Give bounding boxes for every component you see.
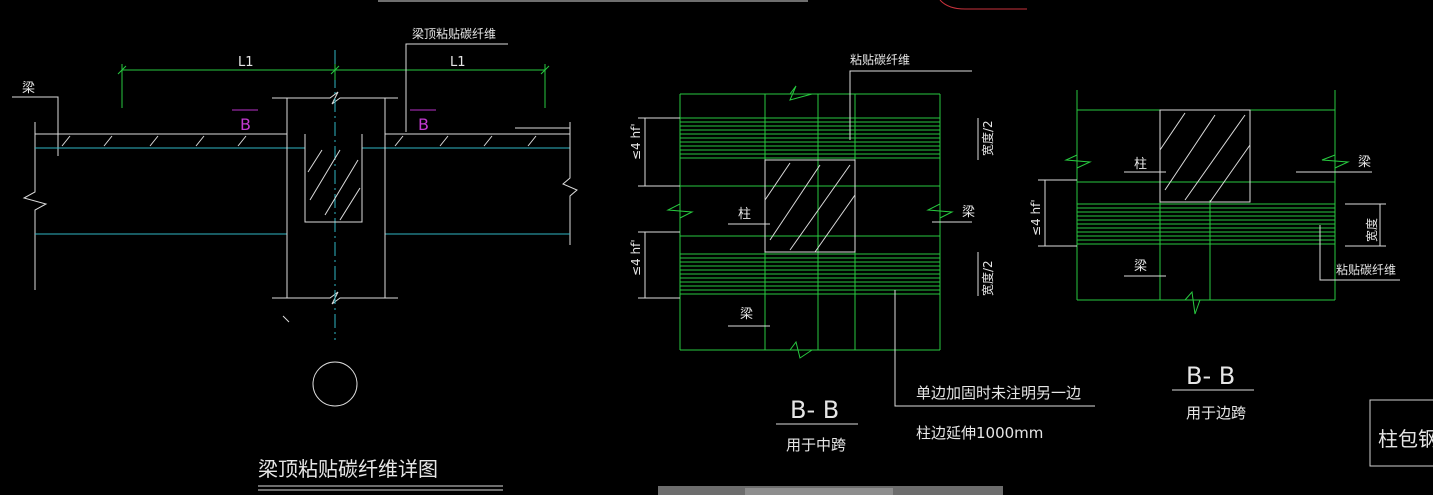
beam-label-bottom: 梁 [740,307,753,322]
cfrp-leader [849,70,972,140]
beam-label-bottom: 梁 [1134,259,1147,274]
note-leader [894,290,1095,407]
right-break-line [562,122,578,245]
cfrp-band-edge [1077,203,1335,245]
top-break [789,85,813,101]
slab-hatch [61,135,537,147]
axis-bubble [312,361,358,407]
left-break [666,190,694,219]
section-bb-middle-span: 粘贴碳纤维 ≤4 hf' ≤4 hf' 宽度/2 宽度/2 柱 梁 梁 单边加固… [629,52,1095,454]
cfrp-label: 粘贴碳纤维 [850,52,910,67]
beam-core-outline [304,134,363,223]
top-arc-line [939,0,1027,10]
cfrp-band-bottom [680,253,940,295]
section-title-edge: B- B [1186,362,1235,390]
section-title: B- B [790,396,839,424]
column-section [764,159,856,253]
section-subtitle: 用于中跨 [786,436,846,454]
column-tick [282,315,290,323]
partial-detail-box: 柱包钢板 [1369,399,1433,467]
dim-top-label: ≤4 hf' [629,123,643,160]
beam-top-cfrp-detail: 梁 [12,26,578,491]
detail-title: 梁顶粘贴碳纤维详图 [258,457,438,481]
column-section-edge [1159,109,1251,203]
column-hatch [764,162,856,253]
dim-left-label: ≤4 hf' [1029,199,1043,236]
bottom-break [1184,290,1201,315]
note-line-2: 柱边延伸1000mm [916,424,1043,442]
width-top-label: 宽度/2 [980,120,995,156]
section-mark-right: B [418,115,429,134]
right-break [1321,150,1350,169]
cfrp-label-edge: 粘贴碳纤维 [1336,262,1396,277]
dim-label-left: L1 [238,55,254,70]
left-break [1064,150,1092,169]
bottom-break [789,340,813,359]
beam-label-right: 梁 [1358,155,1371,170]
beam-label-right: 梁 [962,205,975,220]
section-subtitle-edge: 用于边跨 [1186,404,1246,422]
beam-label: 梁 [22,81,35,96]
dim-label-right: L1 [450,55,466,70]
section-bb-edge-span: 柱 梁 梁 ≤4 hf' 宽度 粘贴碳纤维 B- B 用于边跨 [1029,90,1400,422]
scrollbar-thumb[interactable] [745,488,893,495]
width-right-label: 宽度 [1364,218,1379,242]
beam-label-leader [12,96,59,156]
right-break [926,190,954,219]
beam-core-hatch [307,149,361,221]
cfrp-leader-line [405,43,508,132]
cfrp-leader-label: 梁顶粘贴碳纤维 [412,26,496,41]
left-break-line [22,122,48,290]
cfrp-band-top [680,117,940,159]
width-bottom-label: 宽度/2 [980,260,995,296]
column-hatch-edge [1159,112,1251,203]
dim-bottom-label: ≤4 hf' [629,239,643,276]
section-mark-left: B [240,115,251,134]
note-line-1: 单边加固时未注明另一边 [916,384,1081,402]
cfrp-leader-edge [1319,225,1400,281]
partial-box-label: 柱包钢板 [1378,427,1433,451]
column-label: 柱 [1134,157,1147,172]
column-label: 柱 [738,207,751,222]
